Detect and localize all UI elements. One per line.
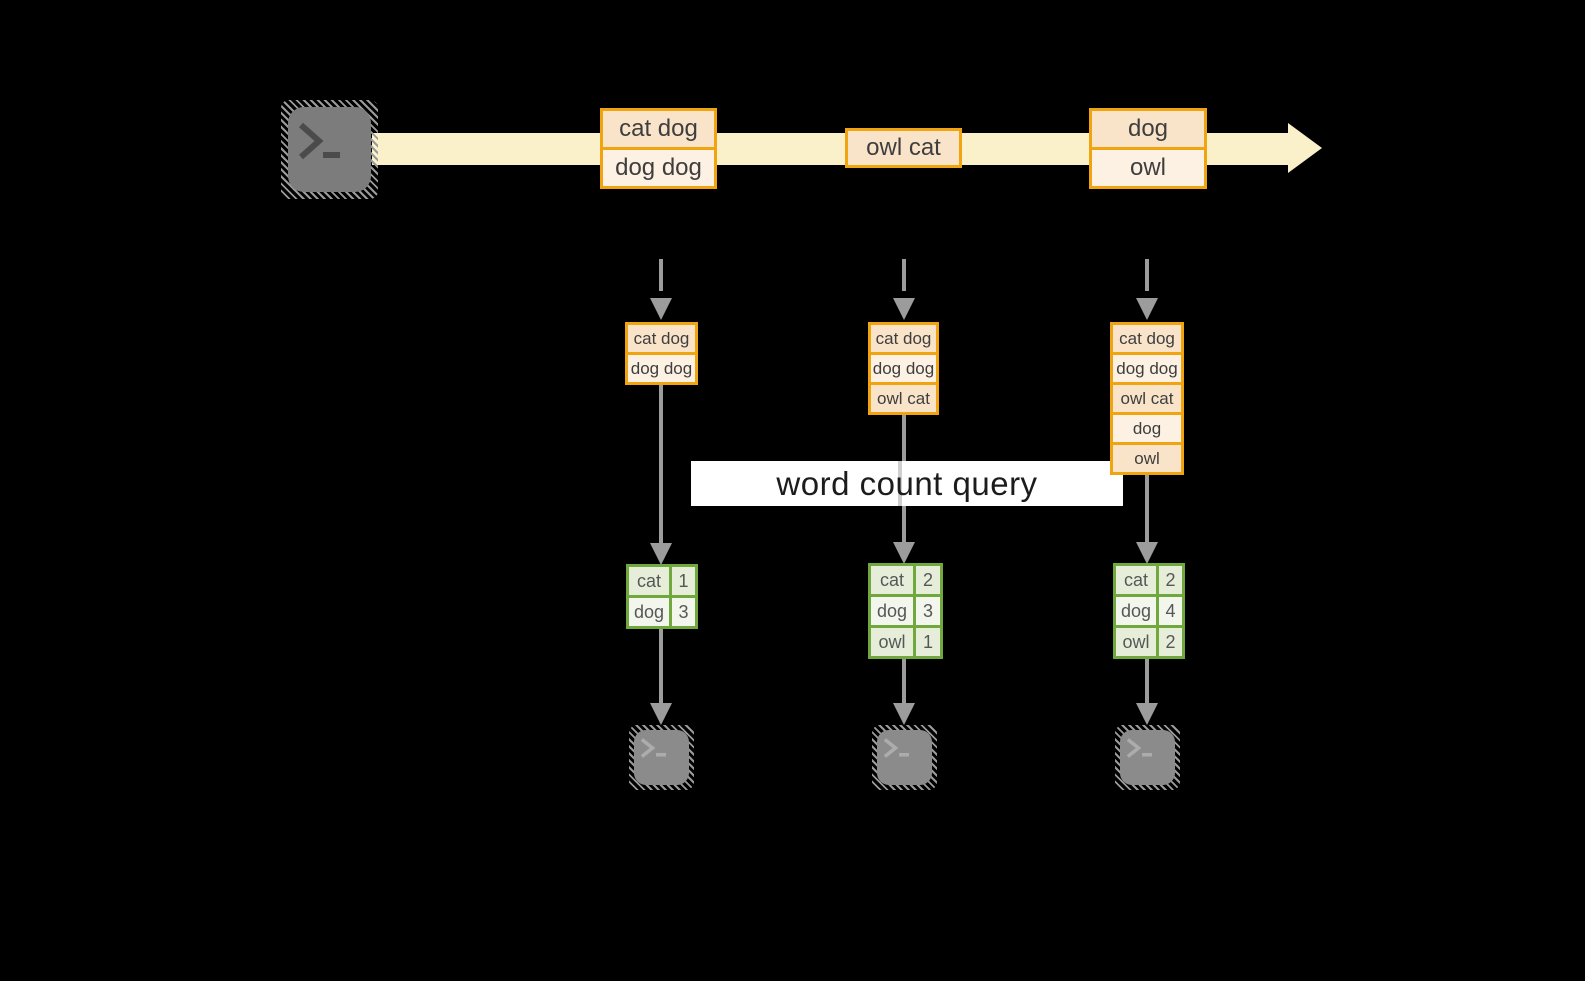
count-table-batch-2: cat 2 dog 3 owl 1 — [868, 563, 943, 659]
state-line: cat dog — [871, 325, 936, 352]
count-table-batch-3: cat 2 dog 4 owl 2 — [1113, 563, 1185, 659]
count-word: dog — [629, 598, 669, 626]
arrowhead-down-icon — [1136, 298, 1158, 320]
state-box-batch-3: cat dog dog dog owl cat dog owl — [1110, 322, 1184, 475]
query-band: word count query — [691, 461, 1123, 506]
terminal-prompt-icon — [299, 122, 340, 160]
terminal-prompt-icon — [883, 738, 910, 758]
dashed-arrow-segment — [1145, 259, 1149, 291]
count-word: dog — [1116, 597, 1156, 625]
arrowhead-down-icon — [650, 543, 672, 565]
stream-line: owl — [1092, 150, 1204, 186]
state-line: dog dog — [628, 355, 695, 382]
state-line: cat dog — [628, 325, 695, 352]
connector-line — [1145, 658, 1149, 705]
count-table-batch-1: cat 1 dog 3 — [626, 564, 698, 629]
stream-batch-3-box: dog owl — [1089, 108, 1207, 189]
arrowhead-down-icon — [1136, 703, 1158, 725]
count-word: dog — [871, 597, 913, 625]
arrowhead-down-icon — [650, 703, 672, 725]
arrowhead-down-icon — [893, 542, 915, 564]
stream-line: cat dog — [603, 111, 714, 147]
connector-line-over-band — [898, 461, 902, 506]
count-value: 1 — [672, 567, 695, 595]
terminal-sink-icon — [1115, 725, 1180, 790]
state-line: owl cat — [871, 385, 936, 412]
state-line: dog dog — [1113, 355, 1181, 382]
stream-batch-2-box: owl cat — [845, 128, 962, 168]
stream-batch-1-box: cat dog dog dog — [600, 108, 717, 189]
count-value: 2 — [1159, 566, 1182, 594]
count-value: 1 — [916, 628, 940, 656]
connector-line — [659, 628, 663, 705]
arrowhead-down-icon — [893, 298, 915, 320]
stream-line: dog — [1092, 111, 1204, 147]
count-word: cat — [871, 566, 913, 594]
terminal-prompt-icon — [1126, 738, 1153, 758]
terminal-sink-icon — [629, 725, 694, 790]
arrowhead-down-icon — [893, 703, 915, 725]
state-line: owl cat — [1113, 385, 1181, 412]
count-word: cat — [1116, 566, 1156, 594]
stream-line: owl cat — [848, 131, 959, 165]
terminal-body — [288, 107, 371, 192]
arrowhead-down-icon — [650, 298, 672, 320]
connector-line — [1145, 473, 1149, 543]
count-word: owl — [871, 628, 913, 656]
stream-arrowhead-icon — [1288, 123, 1322, 173]
count-value: 3 — [916, 597, 940, 625]
arrowhead-down-icon — [1136, 542, 1158, 564]
query-label: word count query — [776, 464, 1038, 502]
count-value: 4 — [1159, 597, 1182, 625]
count-value: 2 — [1159, 628, 1182, 656]
state-line: owl — [1113, 445, 1181, 472]
count-word: cat — [629, 567, 669, 595]
state-box-batch-2: cat dog dog dog owl cat — [868, 322, 939, 415]
dashed-arrow-segment — [902, 259, 906, 291]
connector-line — [659, 384, 663, 544]
stream-line: dog dog — [603, 150, 714, 186]
connector-line — [902, 658, 906, 705]
state-box-batch-1: cat dog dog dog — [625, 322, 698, 385]
terminal-source-icon — [281, 100, 378, 199]
state-line: cat dog — [1113, 325, 1181, 352]
state-line: dog — [1113, 415, 1181, 442]
count-value: 3 — [672, 598, 695, 626]
terminal-prompt-icon — [640, 738, 667, 758]
state-line: dog dog — [871, 355, 936, 382]
count-word: owl — [1116, 628, 1156, 656]
dashed-arrow-segment — [659, 259, 663, 291]
terminal-sink-icon — [872, 725, 937, 790]
count-value: 2 — [916, 566, 940, 594]
